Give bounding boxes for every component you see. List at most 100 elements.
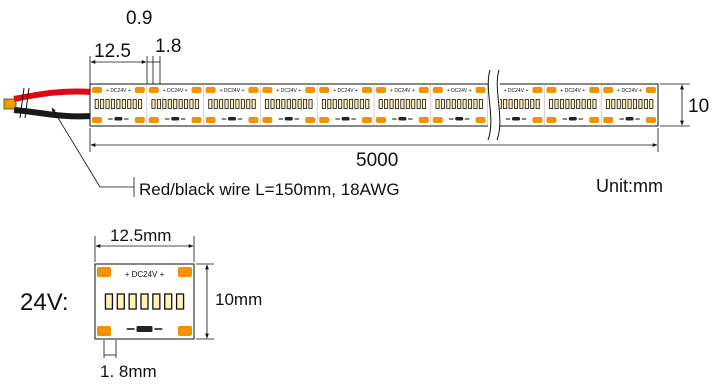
led-chip (116, 99, 121, 109)
wire-leader: Red/black wire L=150mm, 18AWG (51, 107, 400, 199)
strip-break (487, 69, 501, 141)
led-chip (173, 99, 178, 109)
solder-pad (97, 267, 111, 277)
detail-height-label: 10mm (215, 290, 262, 309)
led-chip (514, 99, 519, 109)
led-chip (292, 99, 297, 109)
led-chip (378, 99, 383, 109)
led-chip (633, 99, 638, 109)
led-chip (184, 99, 189, 109)
wire-pair (3, 87, 93, 120)
solder-pad (97, 326, 111, 336)
led-chip (446, 99, 451, 109)
top-segment-dimensions: 12.5 0.9 1.8 (89, 8, 181, 84)
segment-voltage-label: + DC24V + (220, 88, 245, 94)
red-wire (13, 88, 93, 102)
resistor (625, 117, 634, 121)
strip-segment: + DC24V + (92, 87, 145, 123)
strip-segment: + DC24V + (146, 84, 202, 126)
solder-pad (603, 117, 614, 123)
led-chip (503, 99, 508, 109)
wire-note: Red/black wire L=150mm, 18AWG (139, 180, 400, 199)
led-chip (162, 99, 167, 109)
dim-pad-label: 1.8 (155, 36, 181, 57)
solder-pad (475, 87, 486, 93)
led-chip (473, 99, 478, 109)
segment-voltage-label: + DC24V + (276, 88, 301, 94)
solder-pad (589, 117, 600, 123)
led-chip (297, 99, 302, 109)
led-chip (384, 99, 389, 109)
solder-pad (546, 117, 557, 123)
led-chip (224, 99, 229, 109)
voltage-label: 24V: (20, 289, 68, 316)
solder-pad (262, 87, 273, 93)
led-chip (140, 293, 149, 310)
segment-detail: 24V: + DC24V + 12.5mm 10mm 1. 8mm (20, 226, 262, 381)
segment-voltage-label: + DC24V + (106, 88, 131, 94)
led-chip (167, 99, 172, 109)
top-length-dimension: 5000 (89, 128, 659, 171)
resistor (568, 117, 577, 121)
led-chip (132, 99, 137, 109)
solder-pad (134, 87, 145, 93)
led-chip (229, 99, 234, 109)
led-chip (128, 293, 137, 310)
solder-pad (305, 117, 316, 123)
resistor (136, 326, 153, 332)
led-chip (100, 99, 105, 109)
solder-pad (148, 117, 159, 123)
led-chip (303, 99, 308, 109)
led-chip (138, 99, 143, 109)
strip-segment: + DC24V + (373, 84, 429, 126)
segment-voltage-label: + DC24V + (390, 88, 415, 94)
led-chip (592, 99, 597, 109)
led-chip (349, 99, 354, 109)
led-chip (194, 99, 199, 109)
solder-pad (432, 117, 443, 123)
led-chip (411, 99, 416, 109)
led-chip (270, 99, 275, 109)
segment-voltage-label: + DC24V + (125, 270, 165, 279)
dim-segment-label: 12.5 (94, 41, 131, 62)
led-chip (405, 99, 410, 109)
led-chip (457, 99, 462, 109)
led-chip (435, 99, 440, 109)
led-chip (308, 99, 313, 109)
detail-height-dimension: 10mm (196, 263, 262, 340)
solder-pad (205, 117, 216, 123)
led-chip (365, 99, 370, 109)
led-chip (332, 99, 337, 109)
solder-pad (248, 87, 259, 93)
unit-label: Unit:mm (596, 176, 663, 196)
led-chip (389, 99, 394, 109)
led-chip (251, 99, 256, 109)
resistor (398, 117, 407, 121)
led-chip (281, 99, 286, 109)
resistor (284, 117, 293, 121)
solder-pad (92, 87, 102, 93)
led-chip (622, 99, 627, 109)
led-chip (643, 99, 648, 109)
led-chip (110, 99, 115, 109)
wire-break-mark-2 (24, 87, 30, 119)
detail-pad-label: 1. 8mm (100, 362, 157, 381)
led-chip (416, 99, 421, 109)
solder-pad (191, 87, 202, 93)
led-chip (178, 99, 183, 109)
solder-pad (418, 117, 429, 123)
segment-voltage-label: + DC24V + (560, 88, 585, 94)
led-chip (524, 99, 529, 109)
solder-pad (319, 87, 330, 93)
solder-pad (248, 117, 259, 123)
led-chip (235, 99, 240, 109)
segment-voltage-label: + DC24V + (163, 88, 188, 94)
solder-pad (191, 117, 202, 123)
solder-pad (362, 87, 372, 93)
led-chip (649, 99, 654, 109)
led-chip (587, 99, 592, 109)
solder-pad (178, 267, 192, 277)
dim-gap-label: 0.9 (126, 8, 152, 29)
led-chip (519, 99, 524, 109)
solder-pad (178, 326, 192, 336)
